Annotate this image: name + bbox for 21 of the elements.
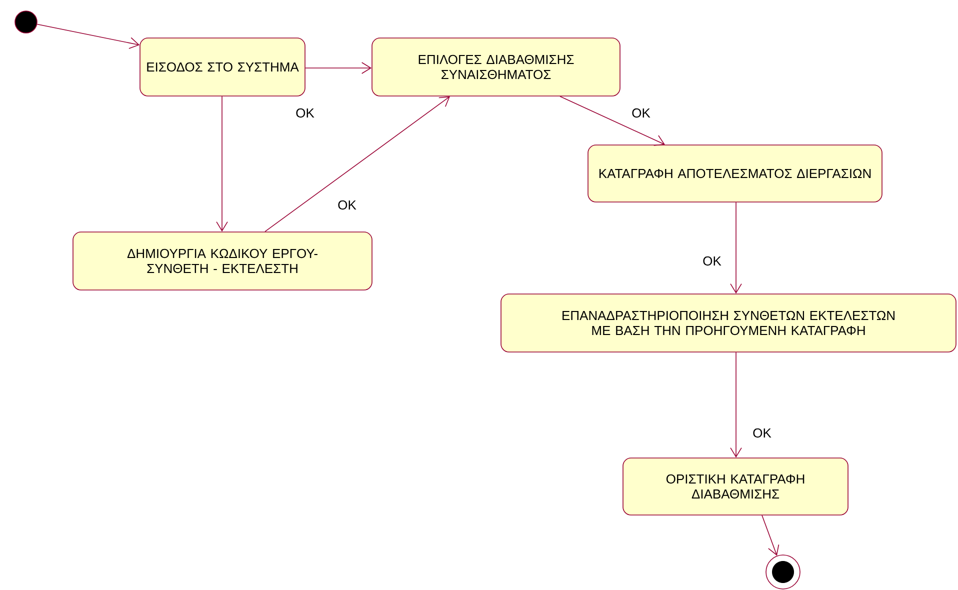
arrow (264, 96, 450, 232)
arrow (560, 96, 665, 146)
edge-label: OK (630, 107, 652, 119)
arrow (762, 515, 780, 556)
edge-label: OK (752, 427, 772, 439)
edge-label: OK (336, 199, 358, 211)
edge-label: OK (294, 107, 316, 119)
state-box: ΕΠΑΝΑΔΡΑΣΤΗΡΙΟΠΟΙΗΣΗ ΣΥΝΘΕΤΩΝ ΕΚΤΕΛΕΣΤΩΝ ΜΕ ΒΑΣΗ ΤΗΝ ΠΡΟΗΓΟΥΜΕΝΗ ΚΑΤΑΓΡΑΦΗ (500, 294, 956, 352)
arrow (36, 24, 140, 49)
state-box: ΟΡΙΣΤΙΚΗ ΚΑΤΑΓΡΑΦΗ ΔΙΑΒΑΘΜΙΣΗΣ (622, 458, 848, 516)
arrow (730, 202, 742, 294)
arrow (305, 62, 372, 74)
start-circle (14, 10, 38, 34)
state-box: ΔΗΜΙΟΥΡΓΙΑ ΚΩΔΙΚΟΥ ΕΡΓΟΥ- ΣΥΝΘΕΤΗ - ΕΚΤΕΛΕΣΤΗ (72, 232, 372, 290)
state-box: ΚΑΤΑΓΡΑΦΗ ΑΠΟΤΕΛΕΣΜΑΤΟΣ ΔΙΕΡΓΑΣΙΩΝ (588, 144, 882, 202)
state-box: ΕΠΙΛΟΓΕΣ ΔΙΑΒΑΘΜΙΣΗΣ ΣΥΝΑΙΣΘΗΜΑΤΟΣ (372, 38, 620, 96)
arrow (216, 96, 228, 232)
edge-label: OK (702, 255, 722, 267)
state-box: ΕΙΣΟΔΟΣ ΣΤΟ ΣΥΣΤΗΜΑ (140, 38, 306, 96)
end-circle (766, 554, 800, 590)
arrow (730, 352, 742, 458)
